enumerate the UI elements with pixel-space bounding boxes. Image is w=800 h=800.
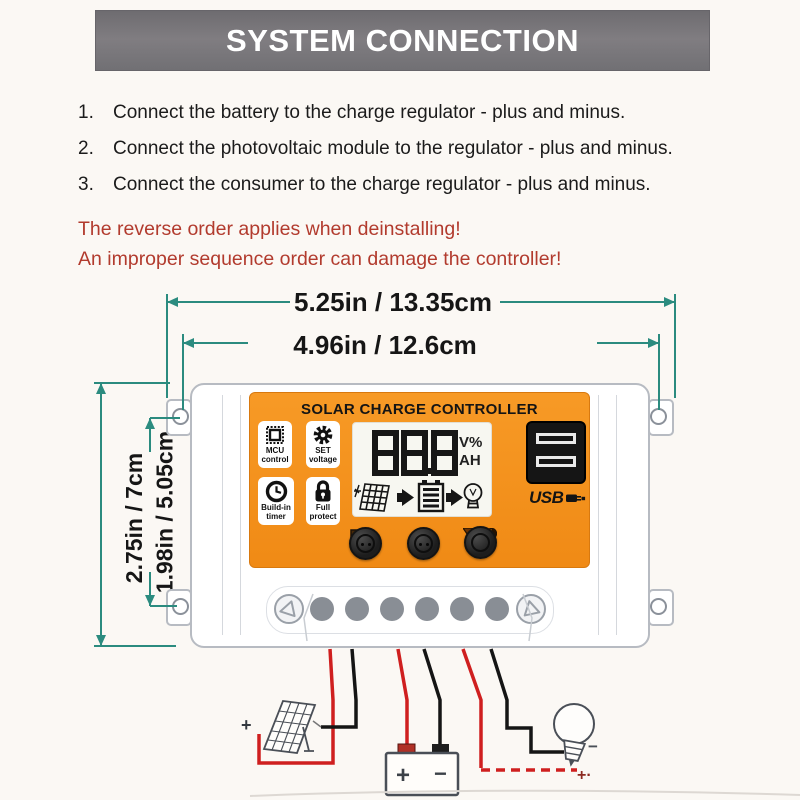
usb-label: USB [529, 488, 564, 507]
gear-icon [313, 425, 333, 445]
solar-panel-icon [354, 483, 390, 512]
page-curl [249, 789, 800, 797]
light-bulb: − +· [553, 703, 598, 784]
list-text: Connect the photovoltaic module to the r… [113, 138, 673, 159]
bulb-icon [463, 483, 483, 509]
terminal-load-plus[interactable] [450, 597, 474, 621]
wire-solar-plus [257, 648, 335, 765]
list-item: 3. Connect the consumer to the charge re… [78, 174, 738, 196]
panel-title: SOLAR CHARGE CONTROLLER [301, 401, 538, 418]
lock-icon [315, 480, 331, 502]
mount-hole [172, 408, 189, 425]
panel-kickstand [302, 726, 314, 752]
battery: + − [384, 743, 460, 797]
battery-minus-cap [432, 744, 449, 754]
lcd-display: V% AH [352, 422, 492, 517]
wire-battery-minus [422, 648, 442, 745]
terminal-recess [266, 586, 554, 634]
screw-right [516, 594, 546, 624]
mount-hole [172, 598, 189, 615]
wiring [257, 648, 577, 772]
decimal-point [427, 468, 433, 474]
seven-segment-value [372, 430, 458, 476]
frame-line [222, 395, 223, 635]
wire-load-plus [461, 648, 483, 768]
arrow-icon [397, 489, 414, 506]
instruction-list: 1. Connect the battery to the charge reg… [78, 102, 738, 210]
usb-plug-icon [566, 494, 586, 502]
page-title: SYSTEM CONNECTION [226, 22, 579, 58]
battery-plus-label: + [396, 762, 410, 789]
frame-line [616, 395, 617, 635]
mcu-chip-icon [266, 426, 284, 444]
list-item: 2. Connect the photovoltaic module to th… [78, 138, 738, 160]
wire-load-minus [489, 648, 564, 754]
terminal-solar-minus[interactable] [345, 597, 369, 621]
list-text: Connect the battery to the charge regula… [113, 102, 626, 123]
warning-line-1: The reverse order applies when deinstall… [78, 218, 461, 240]
terminal-solar-plus[interactable] [310, 597, 334, 621]
list-number: 1. [78, 102, 94, 123]
list-number: 2. [78, 138, 94, 159]
terminal-battery-plus[interactable] [380, 597, 404, 621]
usb-port-bottom[interactable] [536, 456, 576, 467]
frame-line [240, 395, 241, 635]
select-button[interactable] [349, 527, 382, 560]
unit-amp-hour: AH [459, 452, 481, 469]
list-number: 3. [78, 174, 94, 195]
list-item: 1. Connect the battery to the charge reg… [78, 102, 738, 124]
panel-lead [312, 720, 322, 728]
warning-line-2: An improper sequence order can damage th… [78, 248, 562, 270]
warning-text: The reverse order applies when deinstall… [78, 214, 738, 274]
screw-left [274, 594, 304, 624]
usb-logo: USB [529, 488, 599, 508]
dimension-width-inner: 4.96in / 12.6cm [293, 330, 477, 360]
battery-minus-label: − [434, 761, 447, 786]
wire-battery-plus [396, 648, 409, 745]
battery-plus-cap [397, 743, 416, 755]
usb-ports[interactable] [526, 421, 586, 484]
frame-line [598, 395, 599, 635]
mount-hole [650, 408, 667, 425]
wire-solar-minus [321, 648, 358, 729]
title-banner: SYSTEM CONNECTION [95, 10, 710, 71]
terminal-battery-minus[interactable] [415, 597, 439, 621]
solar-panel: + [241, 700, 322, 754]
dimension-height-inner: 1.98in / 5.05cm [151, 430, 178, 594]
dimension-width-outer: 5.25in / 13.35cm [293, 287, 493, 317]
battery-icon [417, 480, 445, 513]
mount-hole [650, 598, 667, 615]
load-plus-label: +· [577, 767, 592, 784]
bulb-minus-label: − [588, 737, 598, 756]
solar-plus-label: + [241, 715, 252, 735]
lcd-graphics: V% AH [354, 430, 483, 513]
usb-port-top[interactable] [536, 433, 576, 444]
unit-volt-percent: V% [459, 434, 482, 451]
terminal-load-minus[interactable] [485, 597, 509, 621]
dimension-height-outer: 2.75in / 7cm [121, 452, 147, 584]
up-button[interactable] [407, 527, 440, 560]
clock-icon [265, 480, 287, 503]
down-button[interactable] [464, 526, 497, 559]
arrow-icon [446, 489, 463, 506]
list-text: Connect the consumer to the charge regul… [113, 174, 651, 195]
